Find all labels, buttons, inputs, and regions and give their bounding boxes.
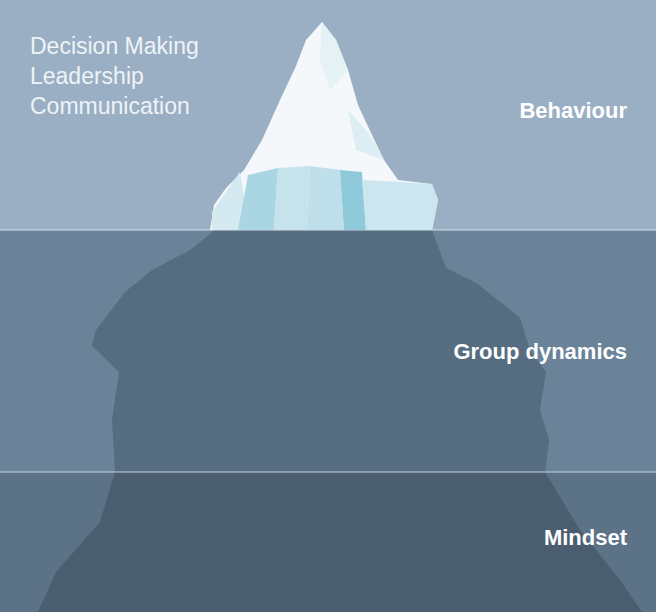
ice-facet <box>238 168 278 230</box>
deep-band <box>0 472 656 612</box>
ice-facet <box>362 180 438 230</box>
behaviour-item: Leadership <box>30 61 199 91</box>
iceberg-band: Group dynamics <box>0 230 656 472</box>
band-label: Behaviour <box>519 98 627 124</box>
depth-line <box>0 471 656 472</box>
ice-facet <box>340 170 366 230</box>
iceberg-band: Mindset <box>0 472 656 612</box>
iceberg-deep <box>38 472 642 612</box>
water-band <box>0 230 656 472</box>
ice-facet <box>320 22 348 90</box>
behaviour-item: Communication <box>30 91 199 121</box>
behaviour-item: Decision Making <box>30 31 199 61</box>
ice-facet <box>348 110 384 160</box>
ice-facet <box>306 166 344 230</box>
band-label: Mindset <box>544 525 627 551</box>
band-label: Group dynamics <box>453 339 627 365</box>
sky-band <box>0 0 656 230</box>
iceberg-tip <box>210 22 438 230</box>
ice-facet <box>274 166 310 230</box>
